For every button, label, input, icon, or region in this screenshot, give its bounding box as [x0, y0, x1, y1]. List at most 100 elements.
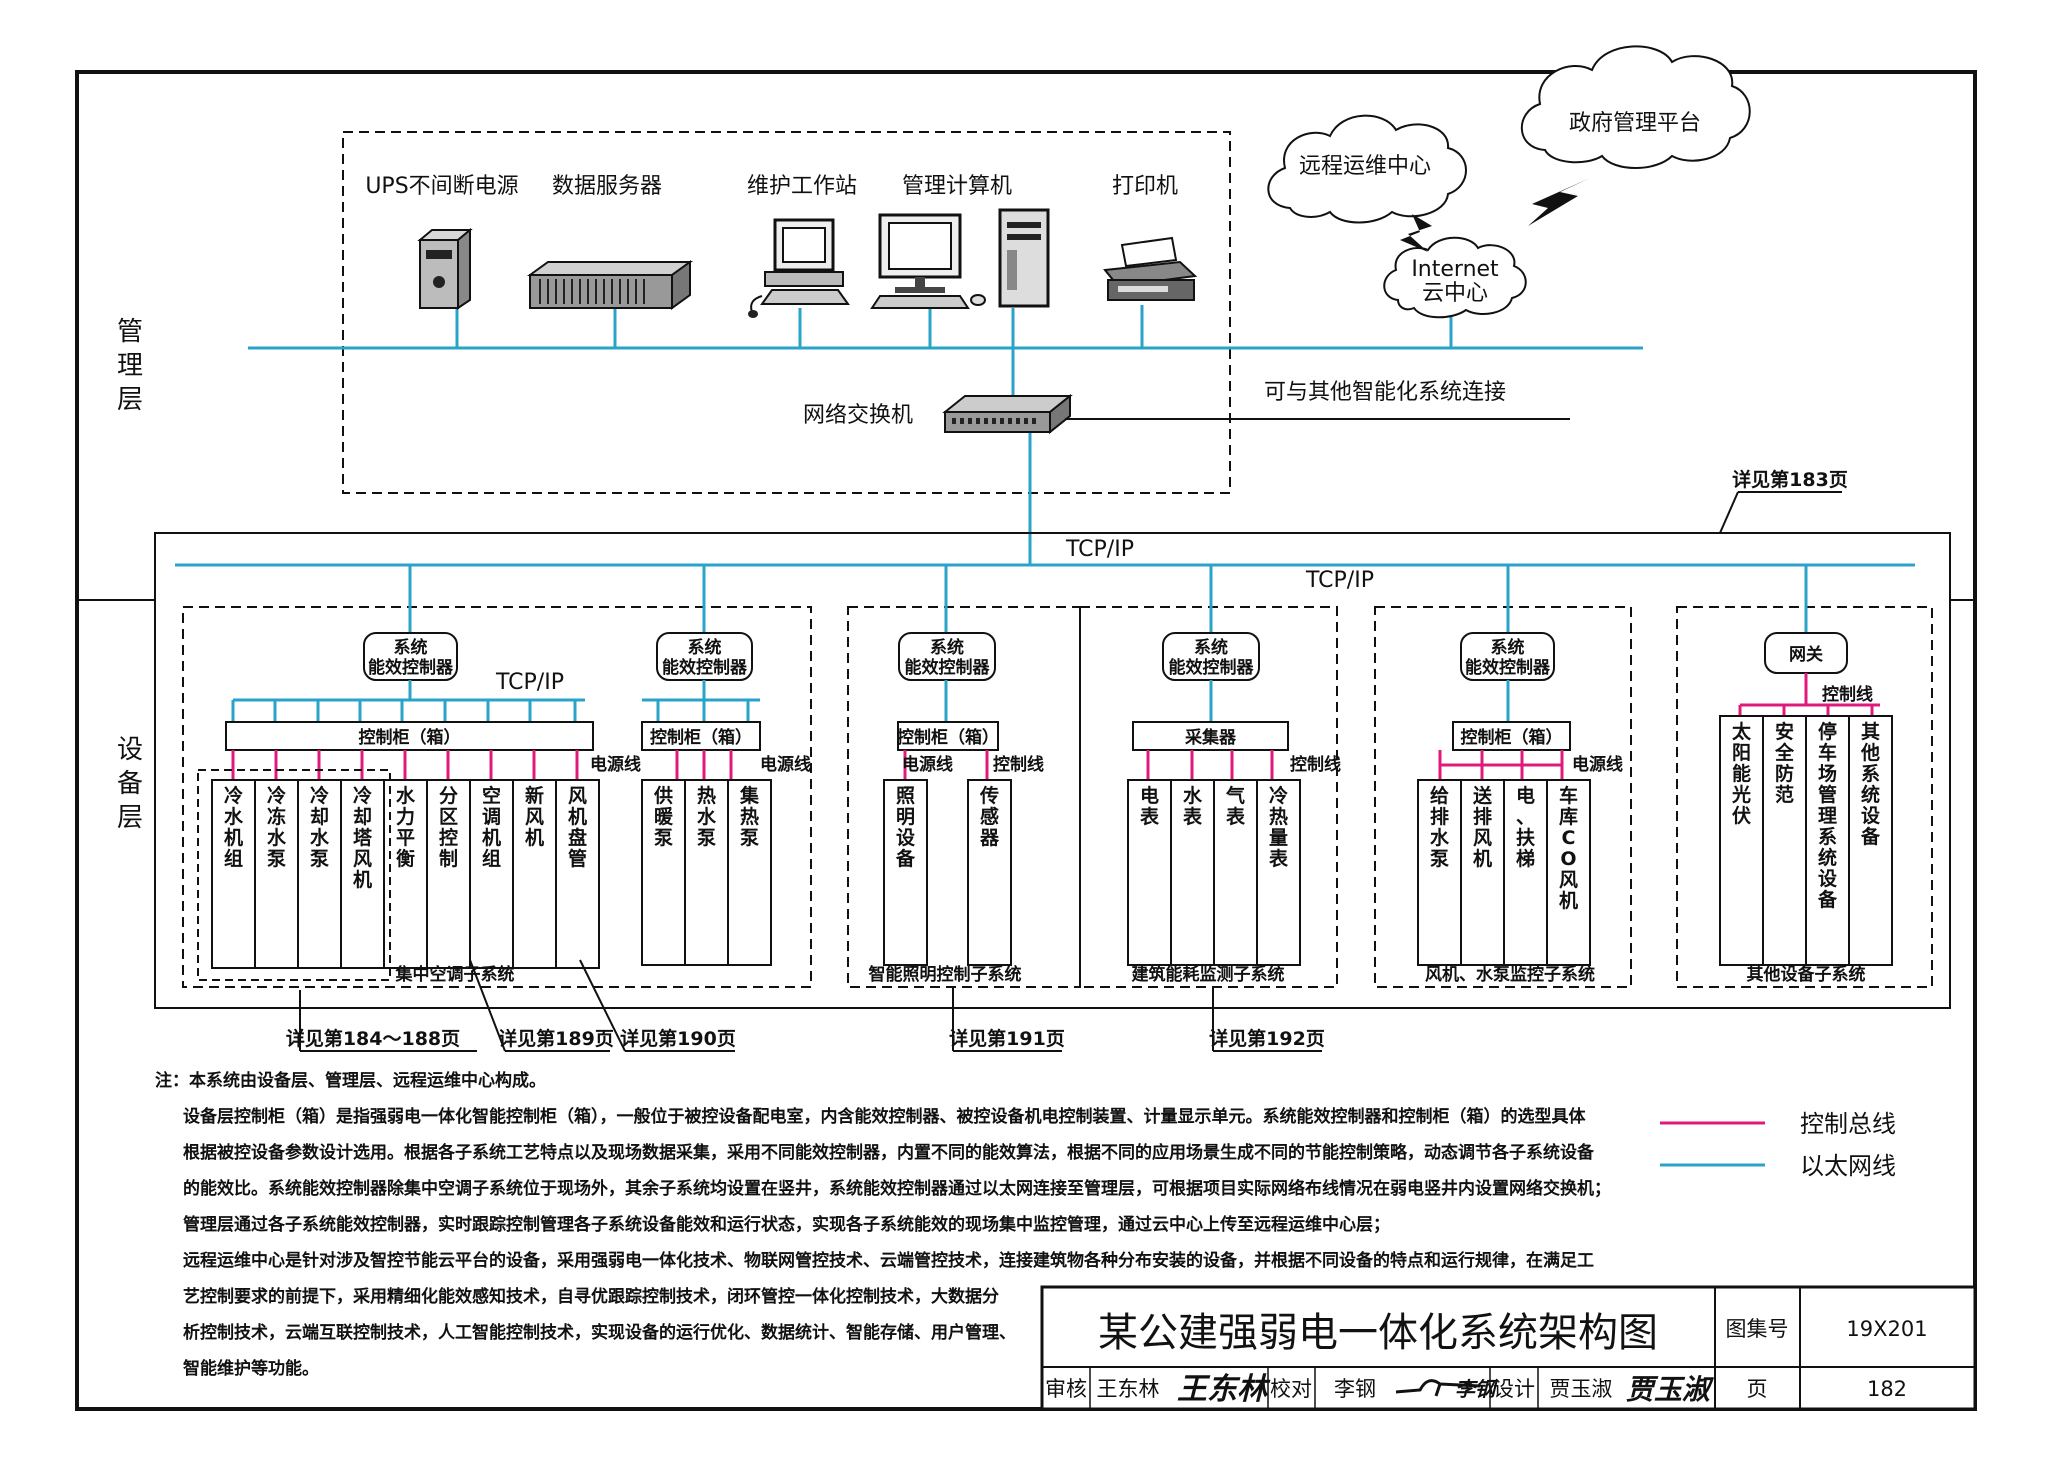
- tcpip-top-label: TCP/IP: [1065, 537, 1134, 562]
- drawing-title: 某公建强弱电一体化系统架构图: [1098, 1310, 1658, 1356]
- server-label: 数据服务器: [552, 174, 662, 199]
- hvac-controller-a-text: 能效控制器: [368, 657, 454, 678]
- management-layer-label: 管理层: [117, 317, 143, 415]
- subsystem-name-energy: 建筑能耗监测子系统: [1132, 964, 1285, 985]
- svg-text:的能效比。系统能效控制器除集中空调子系统位于现场外，其余子系: 的能效比。系统能效控制器除集中空调子系统位于现场外，其余子系统均设置在竖井，系统…: [183, 1178, 1611, 1199]
- fanpump-controller-text: 系统: [1491, 637, 1525, 658]
- svg-text:Internet: Internet: [1411, 257, 1499, 282]
- review-signature: 王东林: [1177, 1372, 1271, 1407]
- atlas-number: 19X201: [1846, 1317, 1927, 1341]
- energy-collector: [1132, 721, 1289, 751]
- desktop-computer-icon: [870, 208, 1050, 309]
- hvac-controller-b-text: 能效控制器: [662, 657, 748, 678]
- svg-text:设备层控制柜（箱）是指强弱电一体化智能控制柜（箱），一般位于: 设备层控制柜（箱）是指强弱电一体化智能控制柜（箱），一般位于被控设备配电室，内含…: [183, 1106, 1586, 1127]
- energy-meter-label: 电表: [1140, 784, 1160, 828]
- other-device-label: 太阳能光伏: [1731, 720, 1752, 827]
- tcpip-main-label: TCP/IP: [1305, 568, 1374, 593]
- svg-text:管理层通过各子系统能效控制器，实时跟踪控制管理各子系统设备能: 管理层通过各子系统能效控制器，实时跟踪控制管理各子系统设备能效和运行状态，实现各…: [183, 1214, 1390, 1235]
- hvac-device: [254, 779, 299, 969]
- connect-note: 可与其他智能化系统连接: [1264, 380, 1506, 405]
- hvac-device-label: 新风机: [525, 784, 544, 849]
- ref-183: 详见第183页: [1732, 468, 1848, 491]
- power-line-label: 电源线: [590, 754, 641, 775]
- hvac-device-label: 分区控制: [439, 785, 458, 870]
- design-label: 设计: [1493, 1377, 1535, 1401]
- svg-text:详见第192页: 详见第192页: [1209, 1027, 1325, 1050]
- hvac-device-label: 水力平衡: [396, 785, 416, 870]
- energy-meter: [1256, 779, 1301, 966]
- hvac-heat-device-label: 热水泵: [697, 784, 717, 849]
- energy-controller-text: 能效控制器: [1169, 657, 1255, 678]
- chiller-group-outline: [197, 769, 391, 981]
- review-label: 审核: [1045, 1377, 1087, 1401]
- notes-head: 注：本系统由设备层、管理层、远程运维中心构成。: [155, 1070, 546, 1091]
- control-line-label: 控制线: [1290, 754, 1341, 775]
- energy-collector-label: 采集器: [1184, 727, 1237, 748]
- management-computer-label: 管理计算机: [902, 174, 1012, 199]
- page-references: 详见第184～188页 详见第189页 详见第190页 详见第191页 详见第1…: [286, 959, 1325, 1052]
- power-line-label: 电源线: [1572, 754, 1623, 775]
- fanpump-device: [1460, 779, 1505, 966]
- lighting-cabinet: [897, 721, 999, 751]
- hvac-controller-a-text: 系统: [394, 637, 428, 658]
- svg-text:艺控制要求的前提下，采用精细化能效感知技术，自寻优跟踪控制技: 艺控制要求的前提下，采用精细化能效感知技术，自寻优跟踪控制技术，闭环管控一体化控…: [183, 1286, 999, 1307]
- notes-body: 设备层控制柜（箱）是指强弱电一体化智能控制柜（箱），一般位于被控设备配电室，内含…: [183, 1106, 1611, 1379]
- hvac-heat-device-label: 供暖泵: [653, 784, 674, 849]
- hvac-device: [383, 779, 428, 969]
- svg-text:根据被控设备参数设计选用。根据各子系统工艺特点以及现场数据采: 根据被控设备参数设计选用。根据各子系统工艺特点以及现场数据采集，采用不同能效控制…: [183, 1142, 1595, 1163]
- switch-label: 网络交换机: [803, 403, 913, 428]
- workstation-icon: [748, 218, 850, 318]
- lighting-device-label: 传感器: [979, 784, 1000, 849]
- svg-text:云中心: 云中心: [1422, 281, 1488, 306]
- gov-platform-cloud: 政府管理平台: [1520, 45, 1751, 169]
- printer-label: 打印机: [1112, 174, 1178, 199]
- maintenance-station-label: 维护工作站: [747, 174, 857, 199]
- power-line-label: 电源线: [902, 754, 953, 775]
- subsystem-name-fanpump: 风机、水泵监控子系统: [1425, 964, 1595, 985]
- fanpump-cabinet: [1452, 721, 1571, 751]
- svg-text:详见第190页: 详见第190页: [620, 1027, 736, 1050]
- svg-text:远程运维中心: 远程运维中心: [1299, 154, 1431, 179]
- lighting-device: [883, 779, 928, 966]
- check-signature: 李钢: [1395, 1377, 1498, 1401]
- remote-ops-cloud: 远程运维中心: [1267, 114, 1467, 224]
- designer-name: 贾玉淑: [1550, 1377, 1613, 1401]
- hvac-device: [512, 779, 557, 969]
- hvac-device: [211, 779, 256, 969]
- energy-meter: [1213, 779, 1258, 966]
- ups-label: UPS不间断电源: [365, 174, 518, 199]
- title-block: 某公建强弱电一体化系统架构图 图集号 19X201 审核 王东林 王东林 校对 …: [1040, 1285, 1977, 1411]
- svg-text:详见第184～188页: 详见第184～188页: [286, 1027, 460, 1050]
- lighting-controller-text: 能效控制器: [905, 657, 991, 678]
- energy-meter: [1127, 779, 1172, 966]
- subsystem-name-lighting: 智能照明控制子系统: [869, 964, 1022, 985]
- hvac-heat-device: [641, 779, 686, 966]
- fanpump-device-label: 电、扶梯: [1516, 784, 1536, 870]
- energy-meter-label: 冷热量表: [1269, 784, 1289, 870]
- atlas-label: 图集号: [1726, 1317, 1789, 1341]
- hvac-device-label: 冷水机组: [224, 784, 244, 870]
- fanpump-device-label: 送排风机: [1473, 784, 1493, 870]
- page-number: 182: [1867, 1377, 1907, 1401]
- hvac-device: [555, 779, 600, 969]
- legend: 控制总线 以太网线: [1660, 1110, 1896, 1180]
- lighting-controller-text: 系统: [930, 637, 964, 658]
- lighting-device: [967, 779, 1012, 966]
- hvac-controller-b-text: 系统: [688, 637, 722, 658]
- hvac-device: [469, 779, 514, 969]
- fanpump-device: [1546, 779, 1591, 966]
- fanpump-cabinet-label: 控制柜（箱）: [1461, 727, 1563, 748]
- device-layer-label: 设备层: [117, 735, 143, 833]
- reviewer-name: 王东林: [1097, 1377, 1160, 1401]
- energy-controller-text: 系统: [1194, 637, 1228, 658]
- lighting-device-label: 照明设备: [895, 785, 916, 870]
- fanpump-controller-text: 能效控制器: [1465, 657, 1551, 678]
- svg-text:李钢: 李钢: [1455, 1377, 1498, 1401]
- svg-text:详见第191页: 详见第191页: [949, 1027, 1065, 1050]
- hvac-cabinet-b-label: 控制柜（箱）: [650, 727, 752, 748]
- fanpump-device-label: 给排水泵: [1430, 784, 1450, 870]
- subsystem-name-other: 其他设备子系统: [1747, 964, 1866, 985]
- subsystem-zones: [182, 606, 1933, 988]
